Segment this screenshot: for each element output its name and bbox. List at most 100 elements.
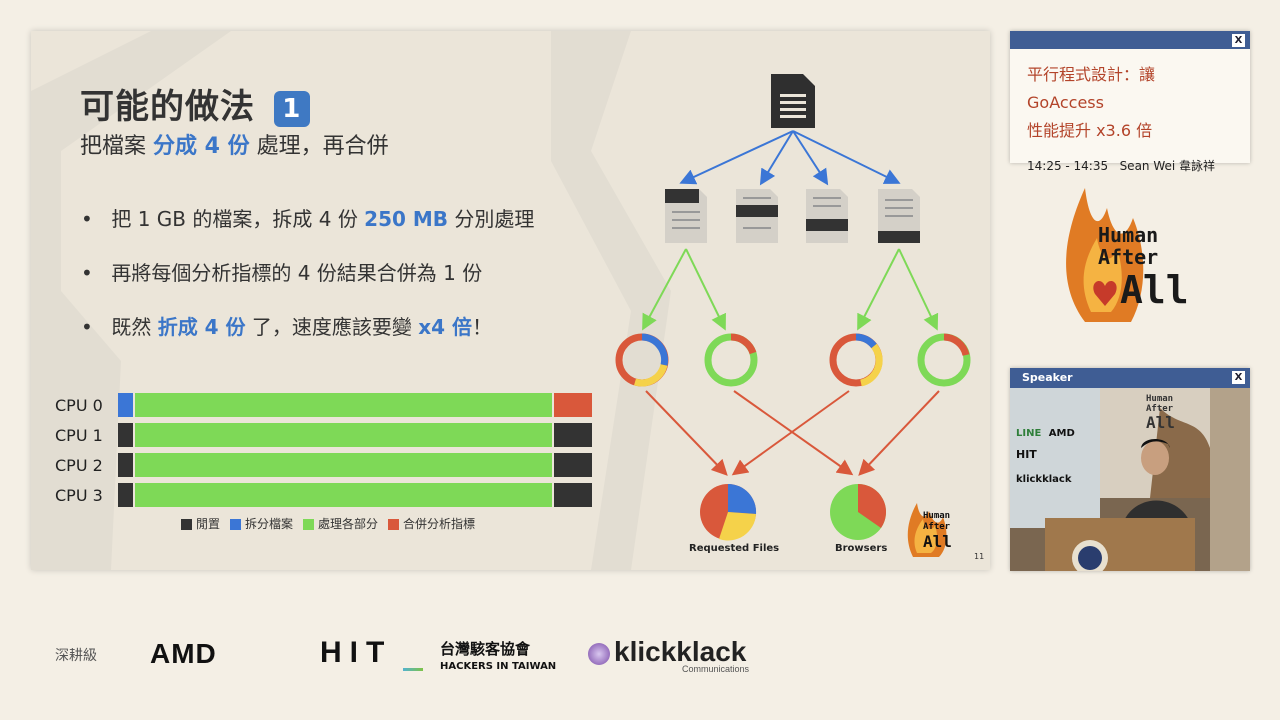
partial-result-donut [917, 333, 971, 387]
sponsor-bar: 深耕級 AMD HIT 台灣駭客協會 HACKERS IN TAIWAN kli… [0, 630, 1280, 680]
hackers-in-taiwan-logo: 台灣駭客協會 HACKERS IN TAIWAN [440, 638, 556, 672]
cpu2-idle-segment [118, 453, 133, 477]
close-icon[interactable]: X [1232, 371, 1245, 384]
video-banner-text: LINE AMD [1016, 428, 1075, 439]
cpu3-idle-segment [554, 483, 592, 507]
cpu0-process-segment [135, 393, 552, 417]
klickklack-dot-icon [588, 642, 610, 665]
legend-item: 合併分析指標 [388, 515, 475, 532]
bullet-highlight: 折成 4 份 [157, 315, 246, 339]
bullet-text: ！ [472, 315, 493, 339]
cpu0-merge-segment [554, 393, 592, 417]
hackers-en-text: HACKERS IN TAIWAN [440, 661, 557, 672]
subtitle-part: 把檔案 [80, 134, 153, 159]
partial-document-icon [878, 189, 920, 243]
partial-result-donut [829, 333, 883, 387]
slide-title: 可能的做法 1 [80, 79, 310, 128]
video-text: After [1146, 404, 1174, 414]
legend-label: 拆分檔案 [245, 517, 294, 531]
cpu-label: CPU 3 [55, 486, 103, 505]
video-text: All [1146, 413, 1175, 432]
legend-swatch [230, 519, 242, 530]
subtitle-highlight: 分成 4 份 [153, 134, 250, 159]
hackers-zh-text: 台灣駭客協會 [440, 640, 531, 658]
browsers-pie [830, 484, 887, 540]
presentation-slide: 可能的做法 1 把檔案 分成 4 份 處理，再合併 把 1 GB 的檔案，拆成 … [31, 31, 990, 570]
klickklack-logo: klickklack Communications [588, 636, 749, 674]
bullet-text: 分別處理 [448, 207, 535, 231]
logo-word: After [923, 522, 951, 532]
slide-background-pattern [31, 31, 671, 570]
document-icon [771, 74, 815, 128]
legend-item: 閒置 [181, 515, 220, 532]
bullet-item: 把 1 GB 的檔案，拆成 4 份 250 MB 分別處理 [81, 203, 534, 257]
speaker-panel-header: Speaker X [1010, 368, 1250, 388]
cpu2-idle-segment [554, 453, 592, 477]
talk-panel-header: X [1010, 31, 1250, 49]
legend-item: 拆分檔案 [230, 515, 293, 532]
legend-label: 閒置 [196, 517, 221, 531]
cpu-timeline-chart [118, 393, 592, 507]
klickklack-subtitle: Communications [682, 664, 750, 674]
partial-document-icon [736, 189, 778, 243]
keycap-one-icon: 1 [273, 90, 310, 127]
bullet-highlight: x4 倍 [418, 315, 473, 339]
cpu1-idle-segment [554, 423, 592, 447]
cpu3-idle-segment [118, 483, 133, 507]
legend-label: 合併分析指標 [403, 517, 476, 531]
bullet-list: 把 1 GB 的檔案，拆成 4 份 250 MB 分別處理 再將每個分析指標的 … [81, 203, 534, 365]
partial-result-donut [704, 333, 758, 387]
cpu-label: CPU 1 [55, 426, 103, 445]
partial-document-icon [665, 189, 707, 243]
bullet-text: 把 1 GB 的檔案，拆成 4 份 [111, 207, 365, 231]
hit-logo: HIT [320, 636, 393, 669]
partial-document-icon [806, 189, 848, 243]
slide-page-number: 11 [974, 552, 985, 561]
video-text: LINE [1016, 428, 1042, 439]
video-text: HIT [1016, 448, 1037, 461]
partial-result-donut [615, 333, 669, 387]
bullet-text: 既然 [111, 315, 158, 339]
bullet-item: 既然 折成 4 份 了，速度應該要變 x4 倍！ [81, 311, 534, 365]
legend-item: 處理各部分 [303, 515, 378, 532]
hit-logo-bar [403, 668, 423, 671]
video-logo-text: Human After All [1146, 394, 1175, 432]
speaker-video-frame [1010, 388, 1250, 571]
legend-swatch [388, 519, 400, 530]
speaker-panel: Speaker X LINE AMD HIT klickklack Human … [1010, 368, 1250, 571]
logo-word: Human [923, 511, 951, 521]
talk-info-panel: X 平行程式設計：讓 GoAccess 性能提升 x3.6 倍 14:25 - … [1010, 31, 1250, 173]
requested-files-pie [700, 483, 757, 541]
cpu2-process-segment [135, 453, 552, 477]
talk-title: 平行程式設計：讓 GoAccess 性能提升 x3.6 倍 [1010, 49, 1250, 145]
talk-title-line: 性能提升 x3.6 倍 [1027, 121, 1153, 140]
speaker-panel-title: Speaker [1022, 371, 1073, 384]
bullet-text: 再將每個分析指標的 4 份結果合併為 1 份 [111, 261, 483, 285]
split-merge-diagram [615, 74, 971, 541]
logo-word: After [1098, 245, 1159, 269]
talk-title-line: 平行程式設計：讓 GoAccess [1027, 65, 1156, 112]
klickklack-text: klickklack [614, 636, 747, 667]
browsers-label: Browsers [835, 543, 888, 554]
logo-word: All [1120, 268, 1189, 312]
sponsor-tier-label: 深耕級 [55, 648, 97, 664]
human-after-all-logo-small [907, 503, 947, 557]
legend-swatch [181, 519, 192, 530]
cpu0-split-segment [118, 393, 133, 417]
legend-label: 處理各部分 [318, 517, 379, 531]
logo-word: Human [1098, 223, 1159, 247]
slide-title-text: 可能的做法 [80, 87, 255, 127]
talk-time-speaker: 14:25 - 14:35 Sean Wei 韋詠祥 [1027, 159, 1216, 173]
subtitle-part: 處理，再合併 [249, 134, 389, 159]
amd-logo: AMD [150, 638, 217, 669]
close-icon[interactable]: X [1232, 34, 1245, 47]
bullet-item: 再將每個分析指標的 4 份結果合併為 1 份 [81, 257, 534, 311]
cpu1-process-segment [135, 423, 552, 447]
human-after-all-logo-text: Human After All [923, 511, 952, 551]
video-text: klickklack [1016, 474, 1072, 485]
cpu3-process-segment [135, 483, 552, 507]
cpu1-idle-segment [118, 423, 133, 447]
video-text: Human [1146, 394, 1174, 404]
logo-word: All [923, 532, 952, 551]
human-after-all-logo [1066, 188, 1144, 322]
